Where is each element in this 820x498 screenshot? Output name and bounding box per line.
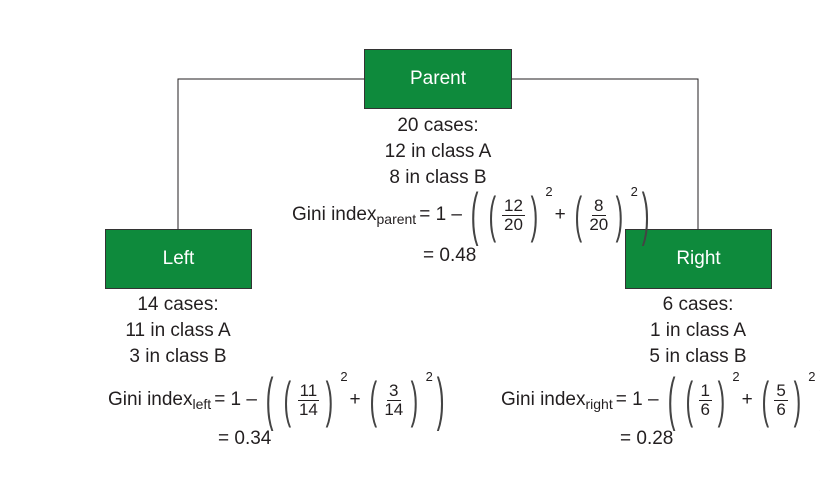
parent-gini-formula: Gini index parent = 1 – ( ( 12 20 ) 2 + … [292, 182, 655, 247]
gini-label: Gini index [501, 389, 586, 410]
parent-cases: 20 cases: [397, 115, 479, 136]
fraction: 1 6 [698, 380, 712, 419]
open-paren: ( [470, 182, 479, 247]
exponent: 2 [425, 369, 433, 384]
denominator: 14 [384, 399, 404, 419]
numerator: 1 [698, 380, 712, 401]
right-cases: 6 cases: [662, 294, 734, 315]
squared-term: ( 11 14 ) 2 [283, 369, 348, 428]
right-node-label: Right [676, 248, 721, 269]
gini-label: Gini index [108, 389, 193, 410]
close-paren: ) [436, 367, 445, 432]
fraction: 11 14 [297, 380, 320, 419]
denominator: 20 [503, 214, 523, 234]
exponent: 2 [732, 369, 740, 384]
right-class-b: 5 in class B [649, 346, 747, 367]
fraction: 5 6 [774, 380, 788, 419]
denominator: 20 [589, 214, 609, 234]
plus-sign: + [741, 389, 753, 410]
left-class-b: 3 in class B [129, 346, 227, 367]
numerator: 3 [387, 380, 401, 401]
numerator: 11 [297, 380, 320, 401]
denominator: 6 [776, 399, 786, 419]
equals-one-minus: = 1 – [214, 389, 257, 410]
right-gini-result: = 0.28 [620, 428, 674, 449]
equals-one-minus: = 1 – [419, 204, 462, 225]
right-gini-formula: Gini index right = 1 – ( ( 1 6 ) 2 + ( 5… [501, 367, 820, 432]
right-node: Right [625, 229, 772, 289]
denominator: 6 [700, 399, 710, 419]
left-gini-formula: Gini index left = 1 – ( ( 11 14 ) 2 + ( … [108, 367, 450, 432]
gini-subscript-left: left [192, 396, 212, 412]
gini-subscript-parent: parent [376, 211, 417, 227]
squared-term: ( 3 14 ) 2 [369, 369, 433, 428]
open-paren: ( [265, 367, 274, 432]
edge-parent-left [177, 78, 364, 229]
exponent: 2 [340, 369, 348, 384]
plus-sign: + [554, 204, 566, 225]
right-stats: 6 cases: 1 in class A 5 in class B [598, 292, 798, 370]
squared-term: ( 12 20 ) 2 [488, 184, 553, 243]
gini-label: Gini index [292, 204, 377, 225]
squared-term: ( 1 6 ) 2 [685, 369, 740, 428]
numerator: 8 [592, 195, 606, 216]
parent-stats: 20 cases: 12 in class A 8 in class B [338, 113, 538, 191]
parent-node-label: Parent [410, 68, 466, 89]
fraction: 12 20 [501, 195, 525, 234]
exponent: 2 [545, 184, 553, 199]
squared-term: ( 5 6 ) 2 [761, 369, 816, 428]
exponent: 2 [808, 369, 816, 384]
numerator: 12 [501, 195, 525, 216]
left-stats: 14 cases: 11 in class A 3 in class B [78, 292, 278, 370]
squared-term: ( 8 20 ) 2 [574, 184, 638, 243]
plus-sign: + [349, 389, 361, 410]
denominator: 14 [298, 399, 318, 419]
parent-node: Parent [364, 49, 512, 109]
parent-gini-result: = 0.48 [423, 245, 477, 266]
close-paren: ) [641, 182, 650, 247]
open-paren: ( [667, 367, 676, 432]
left-node: Left [105, 229, 252, 289]
fraction: 8 20 [587, 195, 610, 234]
parent-class-a: 12 in class A [384, 141, 492, 162]
left-gini-result: = 0.34 [218, 428, 272, 449]
left-class-a: 11 in class A [125, 320, 231, 341]
left-cases: 14 cases: [137, 294, 219, 315]
parent-class-b: 8 in class B [389, 167, 487, 188]
left-node-label: Left [162, 248, 195, 269]
gini-subscript-right: right [585, 396, 613, 412]
right-class-a: 1 in class A [649, 320, 747, 341]
edge-parent-right [512, 78, 699, 229]
equals-one-minus: = 1 – [615, 389, 659, 410]
exponent: 2 [630, 184, 638, 199]
numerator: 5 [774, 380, 788, 401]
fraction: 3 14 [382, 380, 405, 419]
